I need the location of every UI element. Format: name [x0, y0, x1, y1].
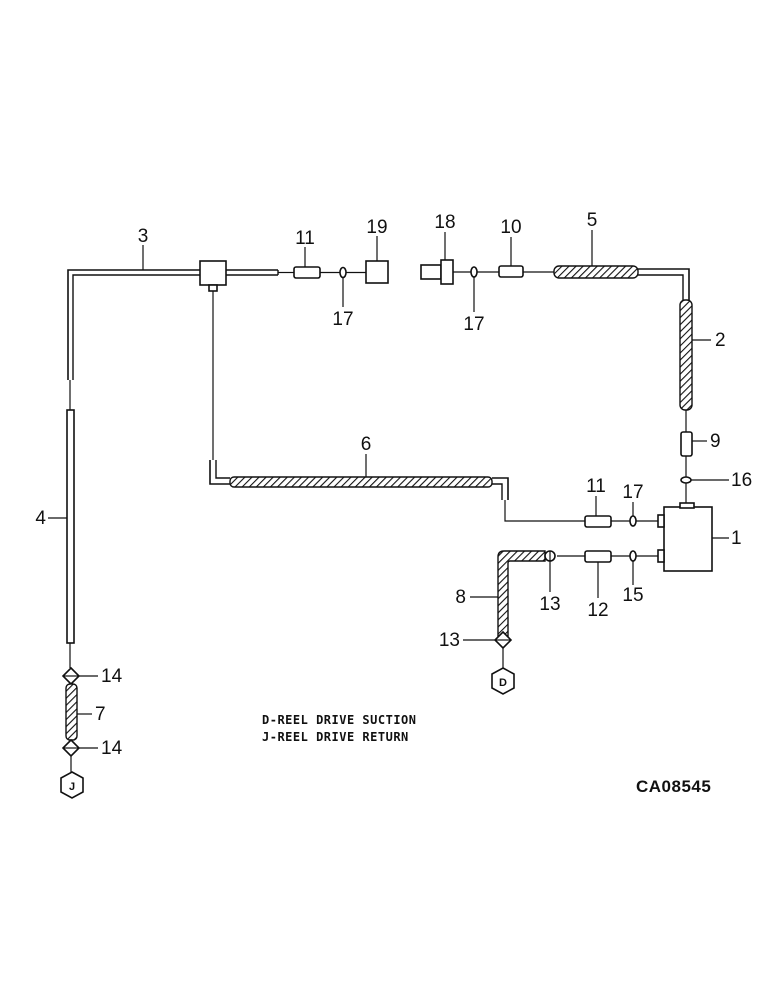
- adapter-part-11-lower: [584, 515, 612, 528]
- line-part-4: [66, 409, 75, 644]
- callout-12: 12: [587, 600, 608, 621]
- fitting-part-18: [420, 264, 442, 280]
- callout-5: 5: [587, 210, 598, 231]
- tee-fitting: [199, 260, 227, 286]
- fitting-part-13-top: [544, 550, 556, 562]
- connector-j: J: [60, 771, 84, 799]
- callout-14-top: 14: [101, 666, 123, 687]
- hose-part-7: [65, 683, 78, 741]
- o-ring-part-15: [629, 550, 637, 562]
- callout-2: 2: [715, 330, 726, 351]
- adapter-part-12: [584, 550, 612, 563]
- line-part-3: [67, 269, 200, 380]
- callout-9: 9: [710, 431, 721, 452]
- fitting-part-19: [365, 260, 389, 284]
- o-ring-part-17-lower: [629, 515, 637, 527]
- hose-part-5: [553, 265, 639, 279]
- tee-fitting-stem: [208, 284, 218, 292]
- callout-4: 4: [35, 508, 46, 529]
- fitting-part-13-bottom: [493, 630, 513, 650]
- connector-d: D: [491, 667, 515, 695]
- tee-to-fitting-11-line: [226, 269, 294, 276]
- callout-13-top: 13: [539, 594, 560, 615]
- hose-6-end-elbow: [492, 477, 585, 522]
- fitting-part-18-body: [440, 259, 454, 285]
- callout-14-bottom: 14: [101, 738, 123, 759]
- tee-drop-line: [209, 291, 230, 485]
- legend-line-j: J-REEL DRIVE RETURN: [262, 730, 409, 744]
- hose-part-2: [679, 299, 693, 411]
- leader-lines: [48, 230, 729, 749]
- hose-part-6: [229, 476, 493, 488]
- callout-numbers: 3 11 19 17 18 10 17 5 2 9 16 1 6 11 17 1…: [35, 210, 752, 759]
- callout-18: 18: [434, 212, 455, 233]
- callout-17-right: 17: [463, 314, 484, 335]
- svg-text:J: J: [69, 781, 75, 793]
- callout-3: 3: [138, 226, 149, 247]
- callout-16: 16: [731, 470, 752, 491]
- svg-text:D: D: [499, 677, 507, 689]
- legend-line-d: D-REEL DRIVE SUCTION: [262, 713, 417, 727]
- callout-17-left: 17: [332, 309, 353, 330]
- callout-15: 15: [622, 585, 643, 606]
- elbow-line: [638, 268, 690, 300]
- callout-8: 8: [455, 587, 466, 608]
- callout-1: 1: [731, 528, 742, 549]
- adapter-part-9: [680, 431, 693, 457]
- valve-block-part-1: [663, 506, 713, 572]
- figure-code: CA08545: [636, 777, 711, 796]
- o-ring-part-16: [680, 476, 692, 484]
- o-ring-part-17-left: [339, 266, 347, 279]
- o-ring-part-17-right: [470, 266, 478, 278]
- callout-10: 10: [500, 217, 521, 238]
- callout-13-bottom: 13: [439, 630, 460, 651]
- hose-part-8: [497, 550, 546, 637]
- callout-6: 6: [361, 434, 372, 455]
- adapter-part-10: [498, 265, 524, 278]
- callout-7: 7: [95, 704, 106, 725]
- adapter-part-11-top: [293, 266, 321, 279]
- callout-11-top: 11: [295, 228, 315, 249]
- callout-17-lower: 17: [622, 482, 643, 503]
- callout-19: 19: [366, 217, 387, 238]
- fitting-part-14-bottom: [61, 738, 81, 758]
- callout-11-lower: 11: [586, 476, 606, 497]
- fitting-part-14-top: [61, 666, 81, 686]
